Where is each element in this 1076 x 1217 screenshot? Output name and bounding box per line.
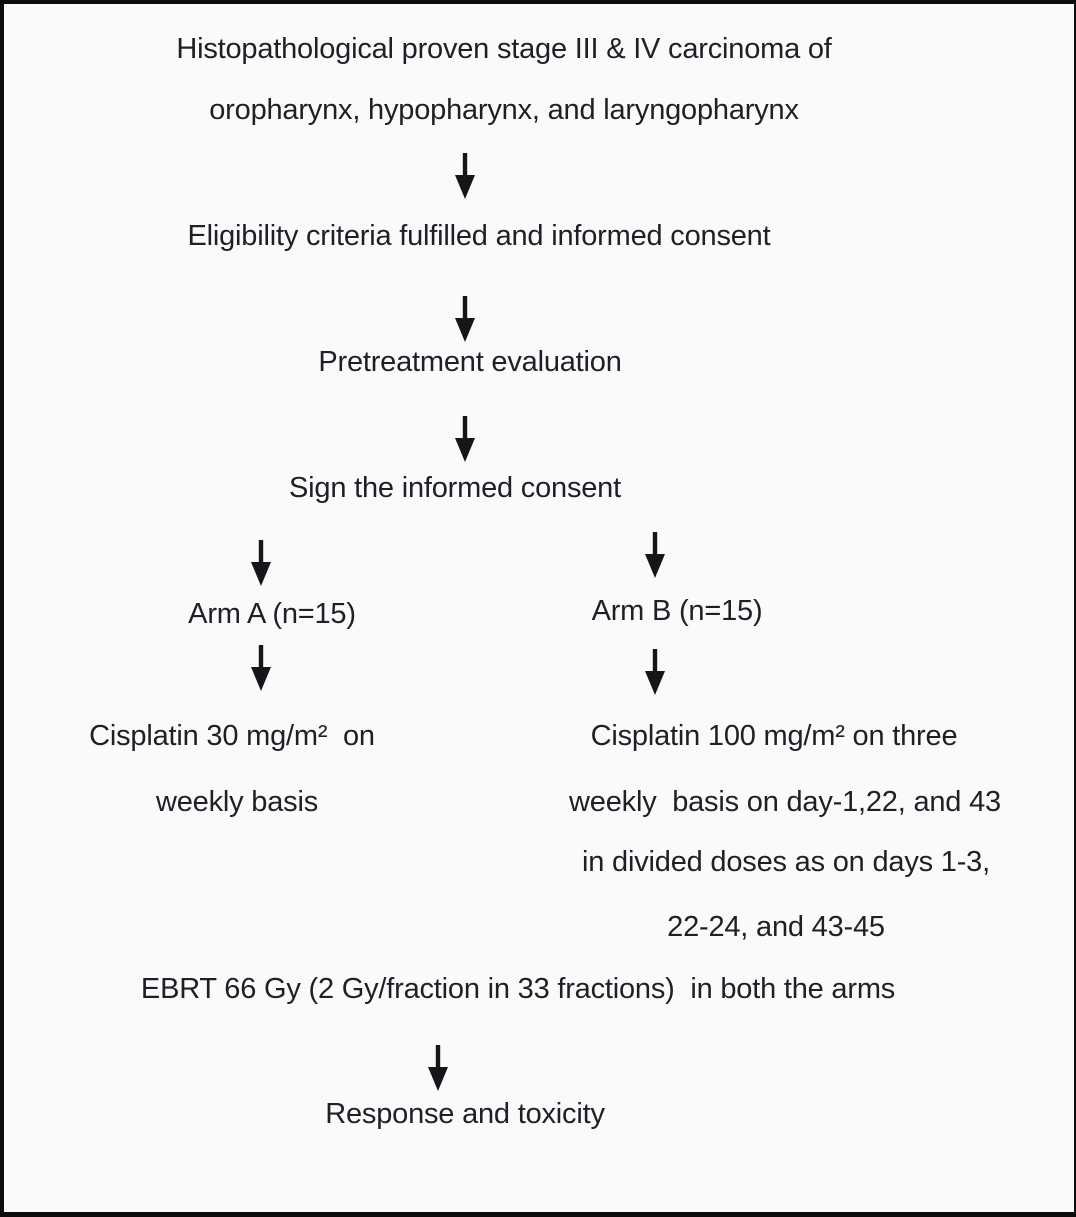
arm-b-treatment-line-3: in divided doses as on days 1-3, xyxy=(582,846,990,878)
arm-b-treatment-line-4: 22-24, and 43-45 xyxy=(667,911,885,943)
down-arrow-icon xyxy=(453,153,477,199)
arm-a-label: Arm A (n=15) xyxy=(188,598,356,630)
down-arrow-icon xyxy=(643,532,667,578)
down-arrow-icon xyxy=(249,540,273,586)
down-arrow-icon xyxy=(643,649,667,695)
down-arrow-icon xyxy=(249,645,273,691)
title-line-2: oropharynx, hypopharynx, and laryngophar… xyxy=(209,94,799,126)
step-pretreatment: Pretreatment evaluation xyxy=(318,346,622,378)
step-sign-consent: Sign the informed consent xyxy=(289,472,621,504)
arm-b-treatment-line-1: Cisplatin 100 mg/m² on three xyxy=(590,720,958,752)
down-arrow-icon xyxy=(426,1045,450,1091)
down-arrow-icon xyxy=(453,416,477,462)
step-ebrt: EBRT 66 Gy (2 Gy/fraction in 33 fraction… xyxy=(140,973,896,1005)
down-arrow-icon xyxy=(453,296,477,342)
title-line-1: Histopathological proven stage III & IV … xyxy=(176,33,832,65)
step-eligibility: Eligibility criteria fulfilled and infor… xyxy=(187,220,771,252)
arm-b-label: Arm B (n=15) xyxy=(591,595,763,627)
arm-a-treatment-line-2: weekly basis xyxy=(156,786,318,818)
arm-b-treatment-line-2: weekly basis on day-1,22, and 43 xyxy=(569,786,1001,818)
step-outcome: Response and toxicity xyxy=(325,1098,605,1130)
arm-a-treatment-line-1: Cisplatin 30 mg/m² on xyxy=(89,720,375,752)
